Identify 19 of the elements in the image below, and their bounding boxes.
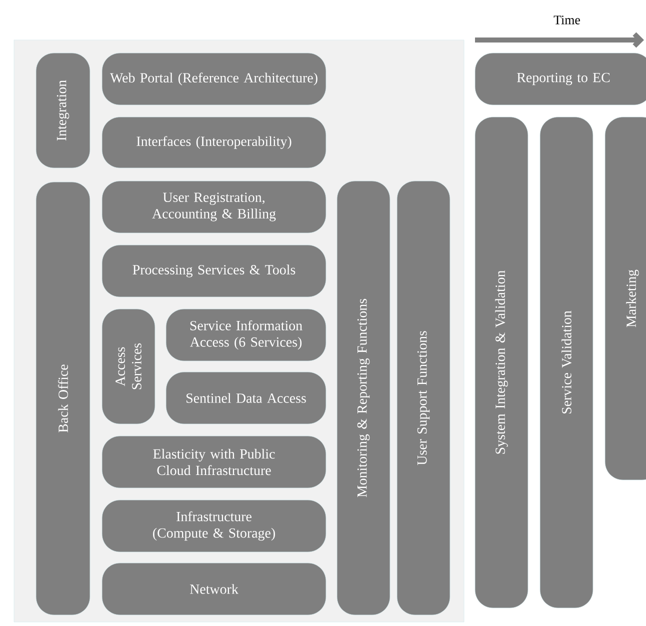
vertical-bar: Marketing [604,116,646,480]
vertical-bar: Service Validation [540,116,594,608]
process-box: Elasticity with Public Cloud Infrastructure [102,436,326,488]
vertical-bar: Access Services [102,308,156,424]
process-box: Interfaces (Interoperability) [102,116,326,168]
process-box: Service Information Access (6 Services) [166,308,326,362]
process-box: Sentinel Data Access [166,372,326,424]
process-box: Web Portal (Reference Architecture) [102,52,326,106]
vertical-bar: System Integration & Validation [474,116,528,608]
process-box: Network [102,562,326,616]
vertical-bar: Monitoring & Reporting Functions [336,180,390,616]
process-box: Reporting to EC [474,52,646,106]
time-label: Time [554,16,580,24]
process-box: Processing Services & Tools [102,244,326,298]
vertical-bar: Integration [36,52,90,168]
process-box: User Registration, Accounting & Billing [102,180,326,234]
vertical-bar: Back Office [36,182,90,616]
vertical-bar: User Support Functions [396,180,450,616]
process-box: Infrastructure (Compute & Storage) [102,500,326,552]
